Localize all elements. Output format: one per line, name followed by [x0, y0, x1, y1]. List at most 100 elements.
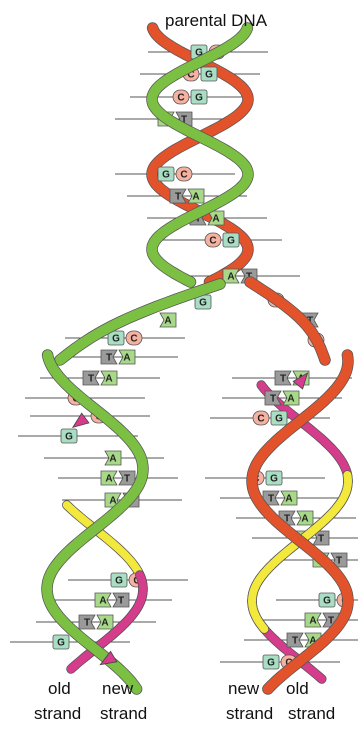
parental-pair-5-right: A [187, 188, 205, 204]
parental-pair-7-left-letter: C [209, 236, 216, 247]
left-pair-5-left-shape [60, 428, 78, 444]
left-pair-10-right-shape [112, 592, 130, 608]
right-pair-1-left: T [264, 390, 282, 406]
right-pair-3-right-letter: G [270, 474, 278, 485]
left-pair-2-right-shape [100, 370, 118, 386]
left-pair-10-left-letter: A [99, 596, 106, 607]
right-pair-10-left-shape [286, 632, 304, 648]
right-pair-9-left-letter: A [309, 616, 316, 627]
right-pair-4-right-letter: A [285, 494, 292, 505]
right-pair-5-left-letter: T [284, 514, 290, 525]
parental-pair-4-right-shape [175, 166, 193, 182]
label-left-old-2: strand [34, 704, 82, 723]
right-pair-1-right-shape [282, 390, 300, 406]
right-pair-7-right-letter: T [336, 556, 342, 567]
right-pair-11-left-shape [262, 654, 280, 670]
right-pair-1-left-shape [264, 390, 282, 406]
label-right-new-2: strand [226, 704, 274, 723]
parental-pair-2-left-letter: C [177, 93, 184, 104]
right-pair-6-right: T [312, 530, 330, 546]
parental-pair-1-left-letter: C [187, 70, 194, 81]
parental-pair-0-left-letter: G [195, 48, 203, 59]
right-pair-2-right-shape [270, 410, 288, 426]
parental-pair-1-right-shape [200, 66, 218, 82]
left-pair-11-right: A [96, 614, 114, 630]
left-pair-0-right-letter: C [130, 334, 137, 345]
left-pair-0-right-shape [125, 330, 143, 346]
parental-pair-7-right: G [222, 232, 240, 248]
left-pair-10-right: T [112, 592, 130, 608]
right-old-strand-red [246, 350, 354, 694]
left-pair-0-left: G [107, 330, 125, 346]
fork-base-1-letter: A [164, 316, 171, 327]
left-old-strand-green [41, 350, 149, 694]
parental-pair-6-right-letter: A [212, 214, 219, 225]
right-pair-4-right-shape [280, 490, 298, 506]
parental-pair-3-right-letter: T [181, 115, 187, 126]
left-pair-2-left: T [82, 370, 100, 386]
left-pair-2-left-shape [82, 370, 100, 386]
left-pair-6-right-letter: A [109, 454, 116, 465]
left-pair-8-left-letter: A [109, 496, 116, 507]
parental-pair-8-left-letter: A [227, 272, 234, 283]
fork-base-1-shape [159, 312, 177, 328]
right-pair-2-right: G [270, 410, 288, 426]
parental-strand-green [146, 23, 254, 287]
right-pair-0-left-shape [274, 370, 292, 386]
left-pair-7-left-letter: A [105, 474, 112, 485]
fork-strand-green [55, 279, 225, 365]
left-pair-12-left-letter: G [57, 638, 65, 649]
right-pair-7-right-shape [330, 552, 348, 568]
parental-pair-5-right-shape [187, 188, 205, 204]
parental-pair-2-right-letter: G [195, 93, 203, 104]
label-left-old-1: old [48, 679, 71, 698]
left-pair-7-left: A [100, 470, 118, 486]
left-pair-10-left-shape [94, 592, 112, 608]
parental-pair-5-left-letter: T [175, 192, 181, 203]
right-pair-1-right: A [282, 390, 300, 406]
left-pair-0-right: C [125, 330, 143, 346]
right-pair-6-right-letter: T [318, 534, 324, 545]
left-pair-11-right-shape [96, 614, 114, 630]
left-pair-5-left-letter: G [65, 432, 73, 443]
title-parental-dna: parental DNA [165, 11, 268, 30]
left-pair-7-right: T [118, 470, 136, 486]
left-pair-7-right-letter: T [124, 474, 130, 485]
right-pair-9-right-letter: T [328, 616, 334, 627]
right-pair-5-right: A [296, 510, 314, 526]
right-pair-2-left: C [252, 410, 270, 426]
right-pair-8-left-letter: G [323, 596, 331, 607]
left-arrow-head-top [71, 412, 90, 429]
left-pair-11-left-letter: T [84, 618, 90, 629]
left-new-strand-magenta [67, 571, 148, 673]
right-pair-3-right: G [265, 470, 283, 486]
right-pair-11-left-letter: G [267, 658, 275, 669]
right-pair-1-left-letter: T [270, 394, 276, 405]
label-left-new-1: new [102, 679, 134, 698]
parental-pair-2-right: G [190, 89, 208, 105]
right-pair-10-left: T [286, 632, 304, 648]
left-pair-10-right-letter: T [118, 596, 124, 607]
right-pair-4-left-letter: T [268, 494, 274, 505]
parental-pair-4-left-shape [157, 166, 175, 182]
label-right-new-1: new [228, 679, 260, 698]
right-pair-2-right-letter: G [275, 414, 283, 425]
label-right-old-2: strand [288, 704, 336, 723]
parental-pair-5-right-letter: A [192, 192, 199, 203]
arrow-layer [71, 372, 309, 666]
left-pair-5-left: G [60, 428, 78, 444]
right-new-strand-yellow [247, 471, 353, 633]
parental-pair-5-left: T [169, 188, 187, 204]
fork-base-0: G [194, 294, 212, 310]
left-pair-1-left-letter: T [106, 353, 112, 364]
left-pair-7-left-shape [100, 470, 118, 486]
right-pair-10-right-letter: A [309, 636, 316, 647]
left-pair-2-right: A [100, 370, 118, 386]
parental-pair-2-right-shape [190, 89, 208, 105]
left-pair-1-right-letter: A [123, 353, 130, 364]
left-pair-11-left: T [78, 614, 96, 630]
parental-pair-6-right-shape [207, 210, 225, 226]
parental-pair-4-left-letter: G [162, 170, 170, 181]
